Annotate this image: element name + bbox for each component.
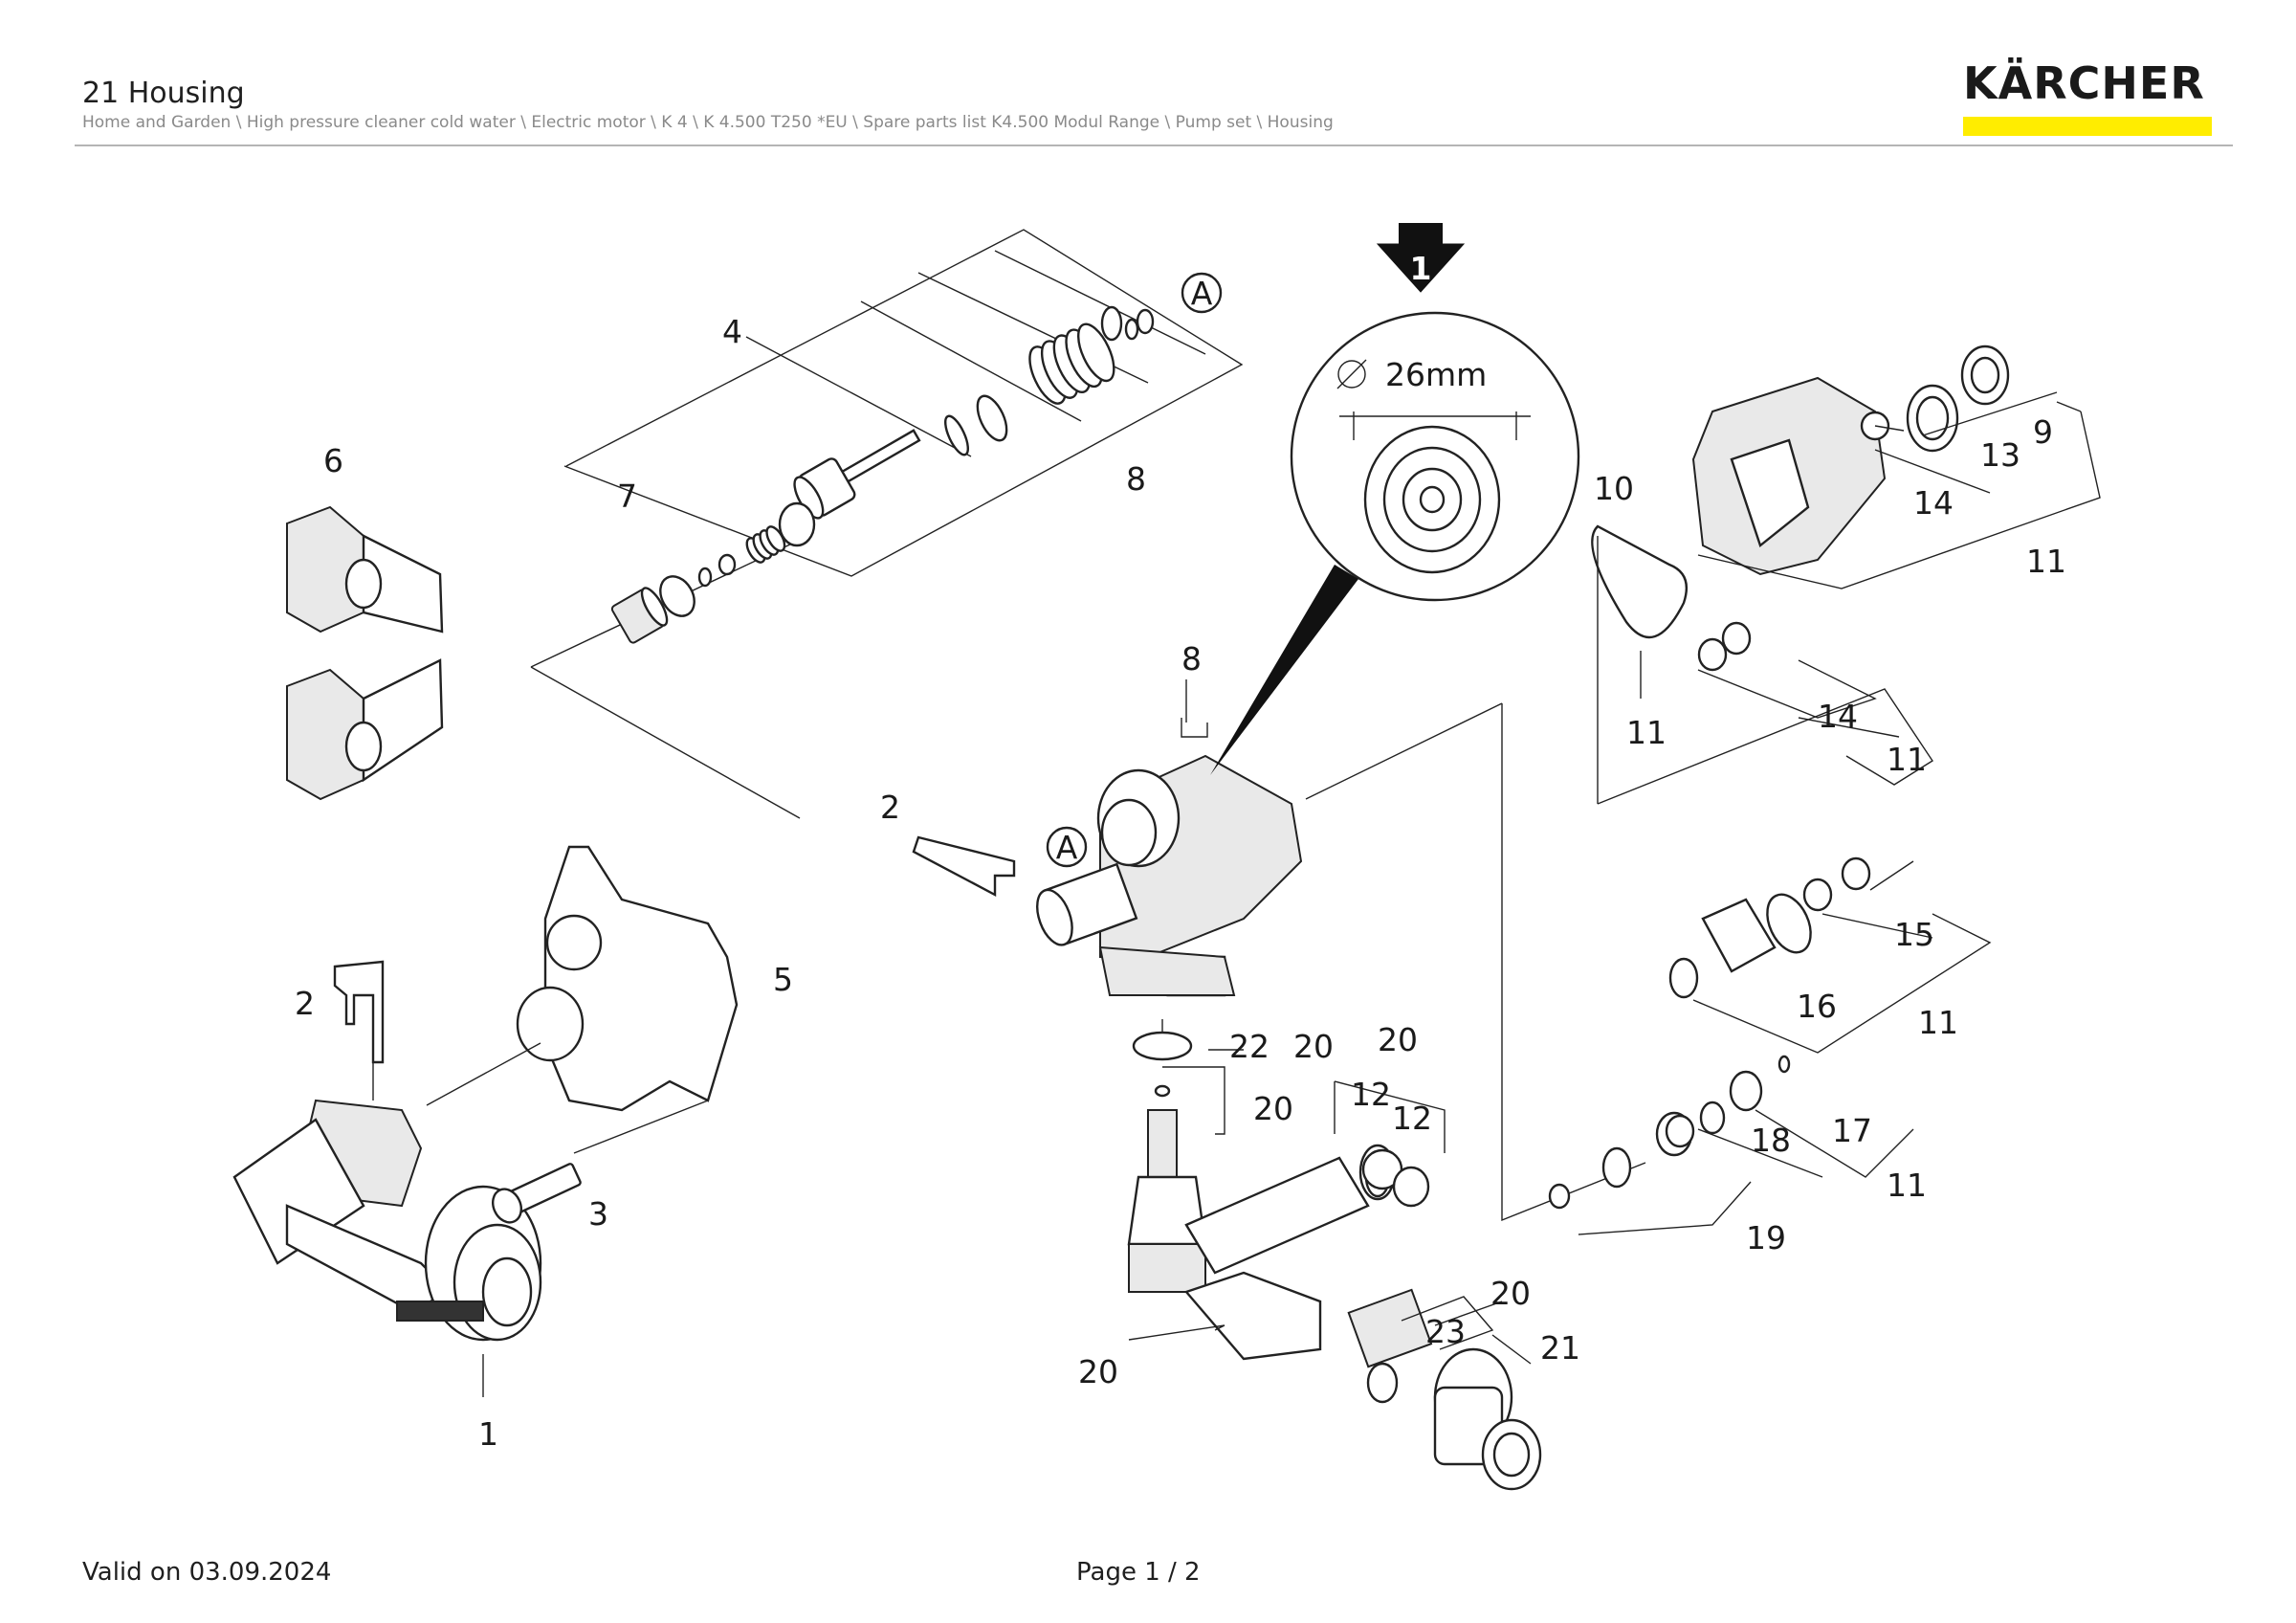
marker-a-top: A xyxy=(1191,275,1213,312)
logo-yellow-bar xyxy=(1963,117,2212,136)
part-labels: 1 2 2 3 4 5 6 7 8 8 9 10 11 11 11 11 11 … xyxy=(295,313,2066,1453)
karcher-logo: KÄRCHER xyxy=(1963,61,2212,138)
part-label-11-e[interactable]: 11 xyxy=(1887,1167,1927,1204)
part-label-21[interactable]: 21 xyxy=(1540,1329,1580,1367)
part-label-20-a[interactable]: 20 xyxy=(1293,1028,1334,1065)
part-label-20-d[interactable]: 20 xyxy=(1078,1353,1118,1390)
part-label-3[interactable]: 3 xyxy=(588,1195,608,1233)
parts-17-18-19 xyxy=(1548,1055,1914,1235)
part-label-5[interactable]: 5 xyxy=(773,961,793,998)
page-indicator: Page 1 / 2 xyxy=(1076,1558,1201,1587)
part-label-2-left[interactable]: 2 xyxy=(295,985,315,1022)
header-divider xyxy=(75,145,2233,146)
part-label-20-c[interactable]: 20 xyxy=(1253,1090,1293,1127)
part-label-12-b[interactable]: 12 xyxy=(1392,1100,1432,1137)
part-label-14-a[interactable]: 14 xyxy=(1913,484,1954,522)
marker-a-mid: A xyxy=(1056,829,1078,866)
part-label-14-b[interactable]: 14 xyxy=(1818,698,1858,735)
part-label-8-body[interactable]: 8 xyxy=(1181,640,1202,678)
part-label-10[interactable]: 10 xyxy=(1594,470,1634,507)
part-label-6[interactable]: 6 xyxy=(323,442,343,479)
parts-15-16 xyxy=(1668,856,1992,1054)
part-1-inlet-assembly xyxy=(232,960,582,1397)
part-5-housing xyxy=(426,845,739,1154)
part-label-19[interactable]: 19 xyxy=(1746,1219,1786,1256)
part-label-16[interactable]: 16 xyxy=(1797,988,1837,1025)
part-label-18[interactable]: 18 xyxy=(1751,1122,1791,1159)
right-side-assembly xyxy=(1305,345,2101,1222)
part-label-20-e[interactable]: 20 xyxy=(1490,1275,1531,1312)
part-label-22[interactable]: 22 xyxy=(1229,1028,1269,1065)
part-label-17[interactable]: 17 xyxy=(1832,1112,1872,1149)
part-6-bracket xyxy=(286,505,444,801)
central-valve-body: A xyxy=(912,679,1303,997)
part-label-11-b[interactable]: 11 xyxy=(1626,714,1667,751)
valve-assembly-group: A xyxy=(530,229,1244,819)
part-label-1[interactable]: 1 xyxy=(478,1415,498,1453)
part-label-13[interactable]: 13 xyxy=(1980,436,2020,474)
part-label-12-a[interactable]: 12 xyxy=(1351,1076,1391,1113)
part-label-11-c[interactable]: 11 xyxy=(1887,741,1927,778)
breadcrumb[interactable]: Home and Garden \ High pressure cleaner … xyxy=(82,113,1334,132)
part-label-23[interactable]: 23 xyxy=(1425,1313,1466,1350)
part-label-11-d[interactable]: 11 xyxy=(1918,1004,1958,1041)
valid-date: Valid on 03.09.2024 xyxy=(82,1558,332,1587)
callout-number: 1 xyxy=(1410,250,1432,287)
part-label-7[interactable]: 7 xyxy=(617,478,637,515)
detail-callout: 1 26mm xyxy=(1210,223,1580,775)
part-label-20-b[interactable]: 20 xyxy=(1378,1021,1418,1058)
part-label-9[interactable]: 9 xyxy=(2033,413,2053,451)
page-title: 21 Housing xyxy=(82,77,245,110)
logo-wordmark: KÄRCHER xyxy=(1963,57,2205,109)
part-label-2-center[interactable]: 2 xyxy=(880,789,900,826)
part-label-15[interactable]: 15 xyxy=(1894,916,1934,953)
part-label-11-a[interactable]: 11 xyxy=(2026,543,2066,580)
callout-dimension: 26mm xyxy=(1385,356,1487,393)
lower-piping xyxy=(1127,1019,1542,1491)
part-label-8-top[interactable]: 8 xyxy=(1126,460,1146,498)
part-label-4[interactable]: 4 xyxy=(722,313,742,350)
